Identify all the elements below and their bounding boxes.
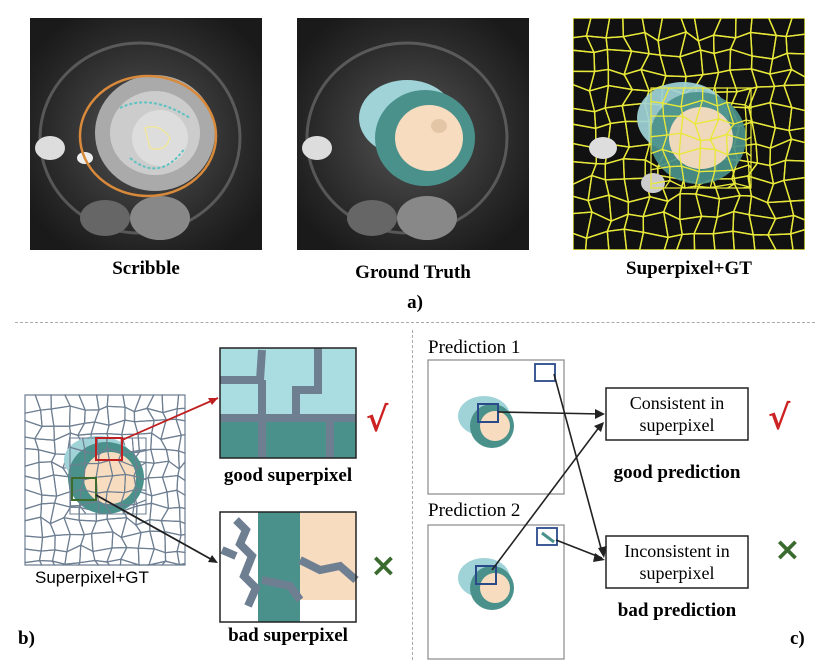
good-check-mark: √ bbox=[366, 400, 389, 440]
bad-prediction-caption: bad prediction bbox=[617, 600, 737, 621]
prediction-2-title: Prediction 2 bbox=[428, 500, 521, 521]
ground-truth-caption: Ground Truth bbox=[355, 262, 471, 283]
superpixel-gt-image bbox=[573, 18, 805, 250]
bad-prediction-cross: × bbox=[774, 530, 801, 568]
good-prediction-check: √ bbox=[768, 398, 791, 438]
panel-b-graphics bbox=[24, 347, 359, 623]
superpixel-gt-caption: Superpixel+GT bbox=[626, 258, 752, 279]
panel-c-graphics bbox=[427, 359, 749, 660]
good-superpixel-zoom bbox=[219, 347, 357, 459]
good-prediction-caption: good prediction bbox=[613, 462, 741, 483]
ground-truth-image bbox=[297, 18, 529, 250]
horizontal-divider bbox=[15, 322, 815, 323]
bad-superpixel-caption: bad superpixel bbox=[228, 625, 348, 646]
scribble-caption: Scribble bbox=[112, 258, 180, 279]
inconsistent-label: Inconsistent in superpixel bbox=[624, 541, 730, 583]
superpixel-cells-image bbox=[24, 394, 186, 566]
good-superpixel-caption: good superpixel bbox=[223, 465, 353, 486]
bad-superpixel-zoom bbox=[219, 511, 359, 623]
panel-c-label: c) bbox=[790, 628, 805, 649]
vertical-divider bbox=[412, 330, 413, 660]
consistent-label: Consistent in superpixel bbox=[629, 393, 725, 435]
panel-a: Scribble Ground Truth Superpixel+GT a) bbox=[0, 0, 831, 320]
bad-cross-mark: × bbox=[370, 546, 397, 584]
scribble-image bbox=[30, 18, 262, 250]
prediction-1-title: Prediction 1 bbox=[428, 337, 521, 358]
panel-b-label: b) bbox=[18, 628, 35, 649]
panel-a-label: a) bbox=[407, 292, 423, 313]
superpixel-gt-label: Superpixel+GT bbox=[35, 568, 149, 587]
